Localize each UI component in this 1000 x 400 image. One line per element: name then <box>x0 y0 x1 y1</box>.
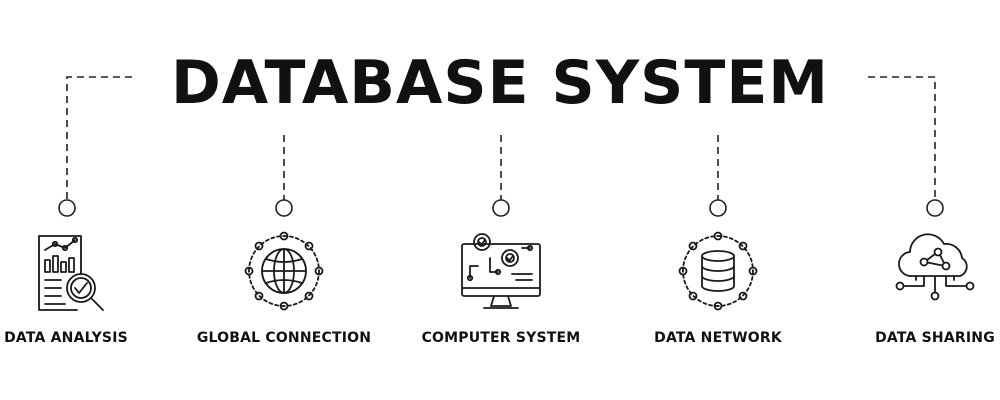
globe-network-icon <box>244 231 324 311</box>
database-network-icon <box>678 231 758 311</box>
diagram-title: DATABASE SYSTEM <box>170 48 830 118</box>
connector-right <box>868 76 936 200</box>
connector-left <box>66 76 132 200</box>
node-dot-2 <box>275 199 293 217</box>
node-dot-3 <box>492 199 510 217</box>
node-dot-1 <box>58 199 76 217</box>
item-computer-system: COMPUTER SYSTEM <box>401 230 601 346</box>
item-label: COMPUTER SYSTEM <box>421 330 581 346</box>
item-label: DATA SHARING <box>875 330 995 346</box>
monitor-gears-icon <box>461 233 541 309</box>
node-dot-4 <box>709 199 727 217</box>
item-label: GLOBAL CONNECTION <box>196 330 372 346</box>
item-label: DATA NETWORK <box>654 330 782 346</box>
node-dot-5 <box>926 199 944 217</box>
item-data-sharing: DATA SHARING <box>835 230 1000 346</box>
item-data-network: DATA NETWORK <box>618 230 818 346</box>
item-label: DATA ANALYSIS <box>4 330 128 346</box>
item-data-analysis: DATA ANALYSIS <box>0 230 166 346</box>
cloud-share-icon <box>895 233 975 301</box>
report-magnifier-icon <box>38 235 104 311</box>
item-global-connection: GLOBAL CONNECTION <box>184 230 384 346</box>
